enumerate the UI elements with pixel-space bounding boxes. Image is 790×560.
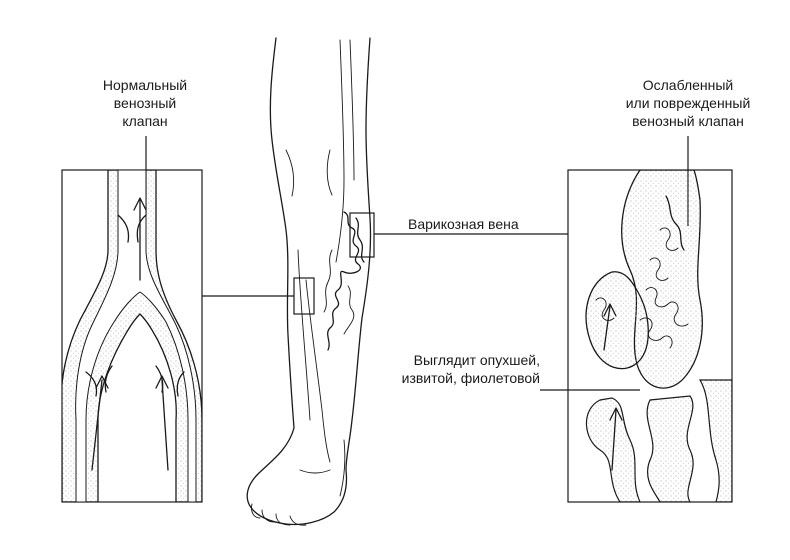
varicose-marker [349,212,375,258]
swollen-vein-label-line-1: Выглядит опухшей, [413,352,540,368]
weakened-valve-label-line-1: Ослабленный [642,77,734,93]
normal-valve-label-line-3: клапан [122,113,168,129]
swollen-vein-label-line-2: извитой, фиолетовой [401,370,540,386]
leg-illustration [246,37,375,526]
weakened-valve-label: Ослабленный или поврежденный венозный кл… [588,76,788,130]
weakened-valve-inset [567,169,733,503]
normal-valve-marker [293,277,315,315]
normal-valve-label-line-1: Нормальный [102,77,188,93]
swollen-vein-label: Выглядит опухшей, извитой, фиолетовой [360,351,540,387]
varicose-vein-label: Варикозная вена [408,216,519,232]
normal-valve-inset [61,169,203,503]
normal-valve-label: Нормальный венозный клапан [70,76,220,130]
weakened-valve-label-line-3: венозный клапан [632,113,744,129]
normal-valve-label-line-2: венозный [113,95,177,111]
weakened-valve-label-line-2: или поврежденный [625,95,751,111]
